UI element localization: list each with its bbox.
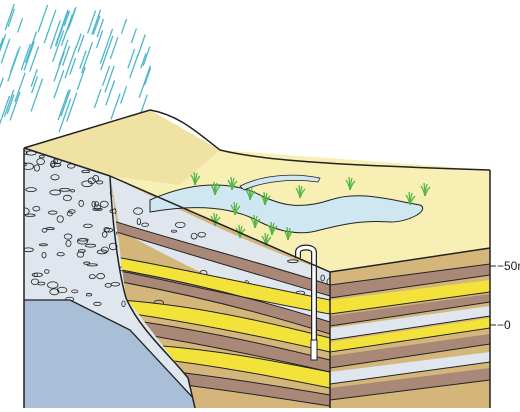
rain-streak <box>0 78 3 102</box>
rain-streak <box>94 89 101 108</box>
rain-streak <box>54 52 64 81</box>
rain-streak <box>121 19 126 34</box>
rain-streak <box>78 35 84 52</box>
well-screen <box>311 340 317 360</box>
rain-streak <box>80 51 86 69</box>
rain-streak <box>0 96 10 131</box>
rain-streak <box>18 18 23 32</box>
rain-streak <box>15 73 25 102</box>
rain-streak <box>139 66 150 98</box>
rain-streak <box>111 93 120 119</box>
rain-streak <box>144 68 150 85</box>
rain-streaks <box>0 4 151 132</box>
rain-streak <box>63 46 70 66</box>
rain-streak <box>121 86 127 103</box>
rain-streak <box>10 50 18 73</box>
rain-streak <box>58 90 68 120</box>
rain-streak <box>77 67 85 90</box>
depth-scale: −50m −0 <box>490 259 520 332</box>
rain-streak <box>54 70 64 98</box>
rain-streak <box>131 28 136 43</box>
rain-streak <box>38 5 48 32</box>
depth-label-0: −0 <box>497 318 511 332</box>
rain-streak <box>105 66 114 92</box>
right-face-layers <box>330 248 490 408</box>
rain-streak <box>101 36 113 70</box>
rain-streak <box>137 34 145 58</box>
rain-streak <box>97 30 103 48</box>
rain-streak <box>143 47 150 66</box>
depth-label-50m: −50m <box>497 259 520 273</box>
rain-streak <box>5 4 14 30</box>
